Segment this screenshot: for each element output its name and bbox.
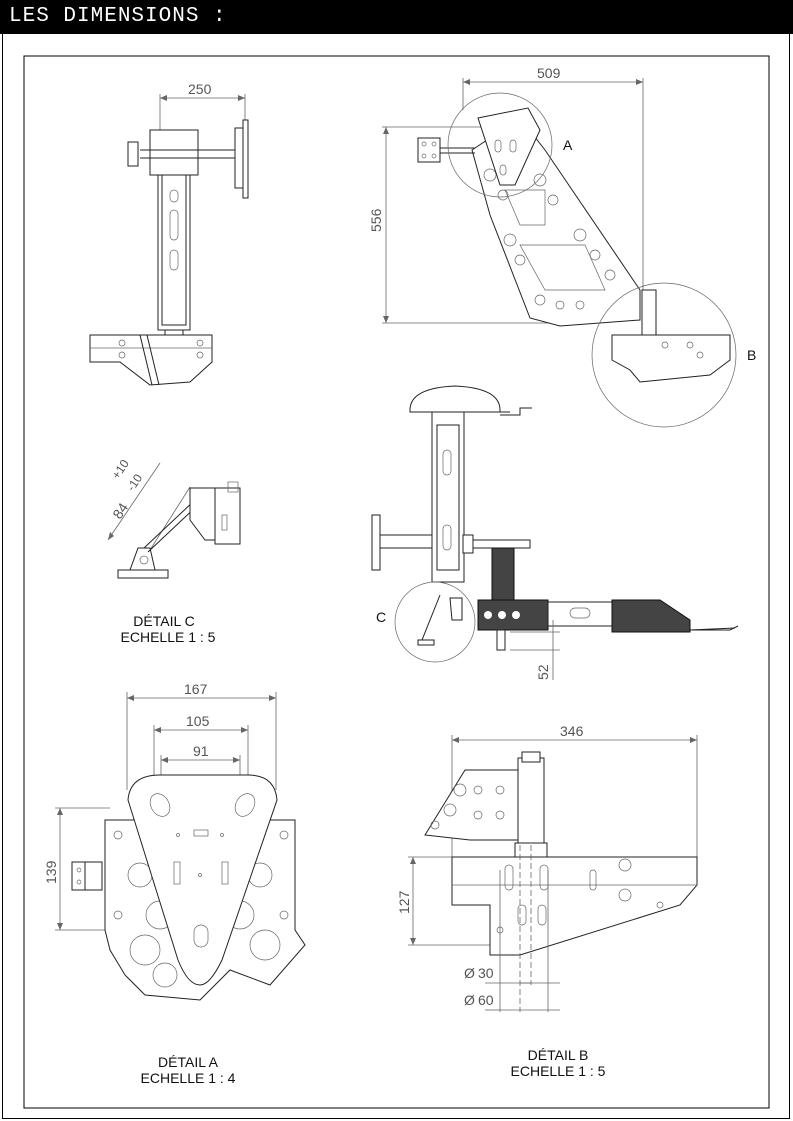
dim-91: 91 <box>193 743 209 759</box>
detail-c-title: DÉTAIL C <box>133 613 194 629</box>
inner-border <box>23 55 770 1109</box>
dim-127: 127 <box>396 890 412 914</box>
front-view: 250 <box>89 81 249 386</box>
detail-c-circle <box>394 581 476 663</box>
dim-84: 84 <box>109 500 131 522</box>
dim-139: 139 <box>43 860 59 884</box>
dim-167: 167 <box>184 681 208 697</box>
phi-30-symbol: Ø <box>464 965 475 981</box>
detail-b-circle <box>591 282 737 428</box>
rear-view: 52 C <box>371 385 739 680</box>
detail-b-scale: ECHELLE 1 : 5 <box>511 1063 606 1079</box>
dim-phi-60: 60 <box>478 992 494 1008</box>
dim-84-tol-minus: -10 <box>124 471 145 493</box>
detail-b-title: DÉTAIL B <box>528 1047 589 1063</box>
detail-b-view: 346 127 Ø 30 <box>396 723 698 1079</box>
label-c: C <box>376 609 386 625</box>
page-title: LES DIMENSIONS : <box>0 0 793 34</box>
detail-c-scale: ECHELLE 1 : 5 <box>121 629 216 645</box>
label-b: B <box>747 347 756 363</box>
detail-c-view: 84 +10 -10 DÉTAIL C ECHELLE 1 : 5 <box>107 457 241 645</box>
detail-a-view: 167 105 91 139 <box>43 681 306 1086</box>
dim-phi-30: 30 <box>478 965 494 981</box>
phi-60-symbol: Ø <box>464 992 475 1008</box>
dim-52: 52 <box>535 664 551 680</box>
label-a: A <box>563 137 573 153</box>
dim-509: 509 <box>537 65 561 81</box>
side-view: 509 556 A B <box>368 65 756 428</box>
detail-a-circle <box>447 92 553 198</box>
dim-346: 346 <box>560 723 584 739</box>
dim-105: 105 <box>186 713 210 729</box>
detail-a-scale: ECHELLE 1 : 4 <box>141 1070 236 1086</box>
dim-556: 556 <box>368 208 384 232</box>
dim-250: 250 <box>188 81 212 97</box>
drawing-frame <box>2 34 790 1119</box>
detail-a-title: DÉTAIL A <box>158 1054 219 1070</box>
